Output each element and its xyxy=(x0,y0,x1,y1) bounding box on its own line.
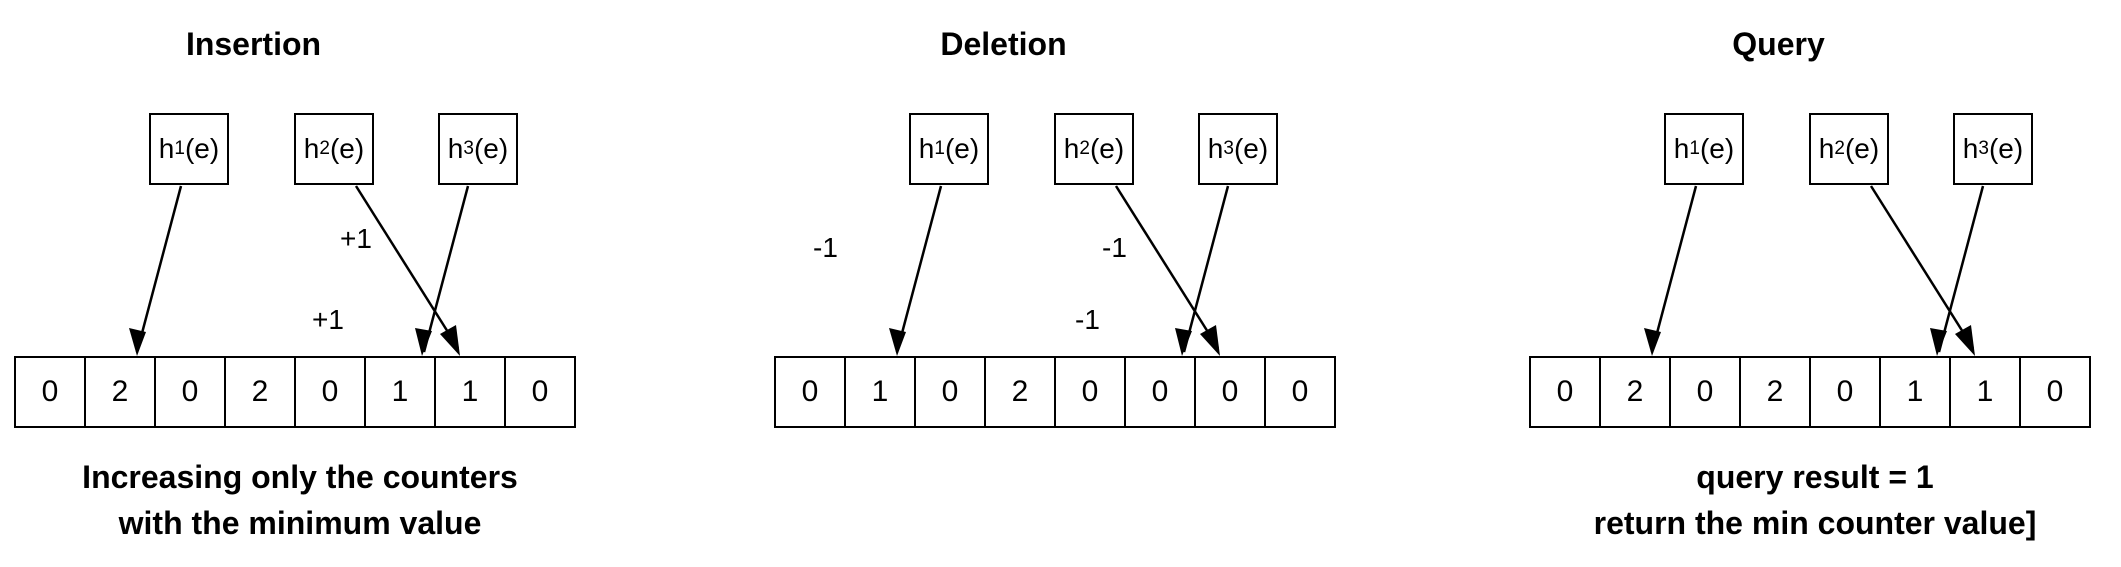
panel-title: Deletion xyxy=(940,26,1067,62)
arrowhead-h1 xyxy=(889,328,906,356)
counter-cell: 2 xyxy=(1599,356,1671,428)
arrow-h2 xyxy=(1114,185,1220,349)
counter-cell: 0 xyxy=(504,356,576,428)
counter-cell: 0 xyxy=(294,356,366,428)
panel-title: Insertion xyxy=(185,26,322,62)
counter-cell: 2 xyxy=(984,356,1056,428)
arrow-h3 xyxy=(1182,185,1230,353)
counter-cell: 0 xyxy=(1054,356,1126,428)
query-caption: query result = 1 return the min counter … xyxy=(1535,454,2095,546)
counter-cell: 0 xyxy=(1669,356,1741,428)
arrow-h2 xyxy=(1869,185,1975,349)
hash-arrows xyxy=(1644,185,1985,356)
counter-cell: 0 xyxy=(1264,356,1336,428)
counter-array: 0 2 0 2 0 1 1 0 xyxy=(1529,356,2091,428)
hash-arrows xyxy=(889,185,1230,356)
hash-arrows xyxy=(129,185,470,356)
counter-cell: 0 xyxy=(154,356,226,428)
increment-label: +1 xyxy=(340,223,372,254)
counter-cell: 2 xyxy=(1739,356,1811,428)
arrow-h1 xyxy=(1650,185,1698,353)
arrow-h3 xyxy=(422,185,470,353)
counter-cell: 0 xyxy=(774,356,846,428)
caption-line: return the min counter value] xyxy=(1593,505,2037,541)
caption-line: with the minimum value xyxy=(118,505,482,541)
counter-array: 0 2 0 2 0 1 1 0 xyxy=(14,356,576,428)
counter-cell: 1 xyxy=(1949,356,2021,428)
arrowhead-h1 xyxy=(1644,328,1661,356)
insertion-caption: Increasing only the counters with the mi… xyxy=(20,454,580,546)
counter-cell: 0 xyxy=(2019,356,2091,428)
arrowhead-h1 xyxy=(129,328,146,356)
counter-array: 0 1 0 2 0 0 0 0 xyxy=(774,356,1336,428)
arrowhead-h2 xyxy=(1200,325,1220,356)
counter-cell: 0 xyxy=(1124,356,1196,428)
arrow-h1 xyxy=(135,185,183,353)
counter-cell: 1 xyxy=(1879,356,1951,428)
decrement-label: -1 xyxy=(1102,232,1127,263)
counter-cell: 2 xyxy=(224,356,296,428)
counter-cell: 0 xyxy=(14,356,86,428)
arrowhead-h2 xyxy=(1955,325,1975,356)
arrowhead-h3 xyxy=(1175,328,1192,356)
caption-line: Increasing only the counters xyxy=(82,459,518,495)
arrow-h1 xyxy=(895,185,943,353)
arrowhead-h2 xyxy=(440,325,460,356)
arrowhead-h3 xyxy=(415,328,432,356)
counter-cell: 1 xyxy=(364,356,436,428)
decrement-label: -1 xyxy=(813,232,838,263)
arrowhead-h3 xyxy=(1930,328,1947,356)
counter-cell: 0 xyxy=(1809,356,1881,428)
counter-cell: 0 xyxy=(914,356,986,428)
decrement-label: -1 xyxy=(1075,304,1100,335)
arrow-h2 xyxy=(354,185,460,349)
panel-title: Query xyxy=(1732,26,1825,62)
arrow-h3 xyxy=(1937,185,1985,353)
increment-label: +1 xyxy=(312,304,344,335)
caption-line: query result = 1 xyxy=(1696,459,1934,495)
counter-cell: 1 xyxy=(434,356,506,428)
counter-cell: 2 xyxy=(84,356,156,428)
